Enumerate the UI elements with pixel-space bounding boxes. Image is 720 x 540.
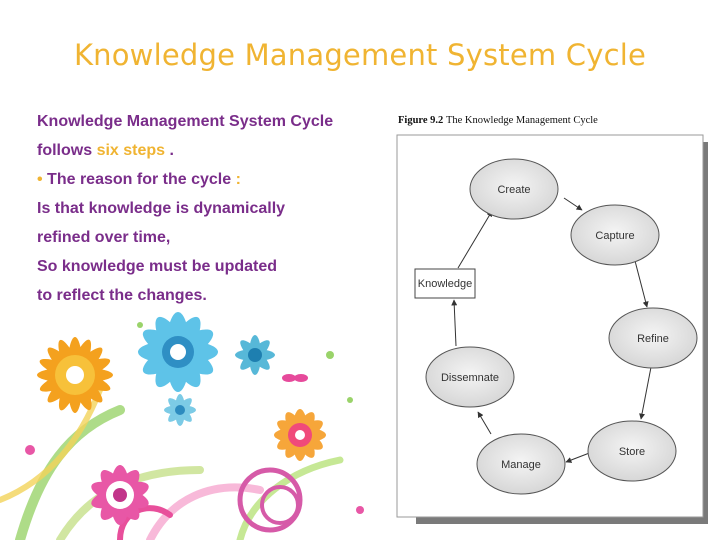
arrow-capture-refine — [633, 256, 649, 308]
figure-caption-text: The Knowledge Management Cycle — [445, 115, 598, 126]
body-line-2: follows six steps . — [37, 136, 387, 165]
node-capture-oval — [570, 204, 660, 266]
arrow-create-capture — [563, 197, 583, 211]
knowledge-box: Knowledge — [414, 268, 476, 299]
node-store: Store — [587, 420, 677, 482]
node-refine: Refine — [608, 307, 698, 369]
body-line-2-a: follows — [37, 142, 97, 159]
knowledge-box-label: Knowledge — [418, 278, 472, 290]
body-line-7: to reflect the changes. — [37, 287, 207, 304]
node-disseminate-label: Dissemnate — [441, 372, 499, 384]
node-manage-oval — [476, 433, 566, 495]
floral-decoration — [0, 312, 364, 540]
knowledge-box-rect — [414, 268, 476, 299]
node-disseminate: Dissemnate — [425, 346, 515, 408]
body-line-5: refined over time, — [37, 229, 171, 246]
figure-number: Figure 9.2 — [398, 115, 444, 126]
node-refine-label: Refine — [637, 333, 669, 345]
body-text: Knowledge Management System Cycle follow… — [37, 107, 387, 310]
bullet-icon: • — [37, 171, 43, 188]
bullet-text: The reason for the cycle — [42, 171, 236, 188]
slide-title: Knowledge Management System Cycle — [73, 38, 647, 72]
arrow-knowledge-create — [457, 210, 493, 269]
node-capture-label: Capture — [595, 230, 634, 242]
six-steps-highlight: six steps — [96, 142, 166, 159]
knowledge-cycle-diagram: Create Capture Refine Store Manage Disse… — [396, 134, 708, 524]
node-create-label: Create — [497, 184, 530, 196]
node-create-oval — [469, 158, 559, 220]
node-disseminate-oval — [425, 346, 515, 408]
node-refine-oval — [608, 307, 698, 369]
body-line-4: Is that knowledge is dynamically — [37, 200, 286, 217]
figure-caption: Figure 9.2 The Knowledge Management Cycl… — [398, 115, 598, 126]
node-store-label: Store — [619, 446, 645, 458]
body-line-1: Knowledge Management System Cycle — [37, 113, 334, 130]
arrow-manage-disseminate — [477, 411, 492, 435]
node-store-oval — [587, 420, 677, 482]
bullet-line: • The reason for the cycle : — [37, 165, 387, 194]
body-line-2-c: . — [165, 142, 174, 159]
node-manage-label: Manage — [501, 459, 541, 471]
body-line-6: So knowledge must be updated — [37, 258, 278, 275]
node-create: Create — [469, 158, 559, 220]
bullet-colon: : — [235, 171, 241, 188]
arrow-disseminate-knowledge — [451, 299, 458, 347]
arrow-refine-store — [639, 361, 653, 420]
node-capture: Capture — [570, 204, 660, 266]
node-manage: Manage — [476, 433, 566, 495]
